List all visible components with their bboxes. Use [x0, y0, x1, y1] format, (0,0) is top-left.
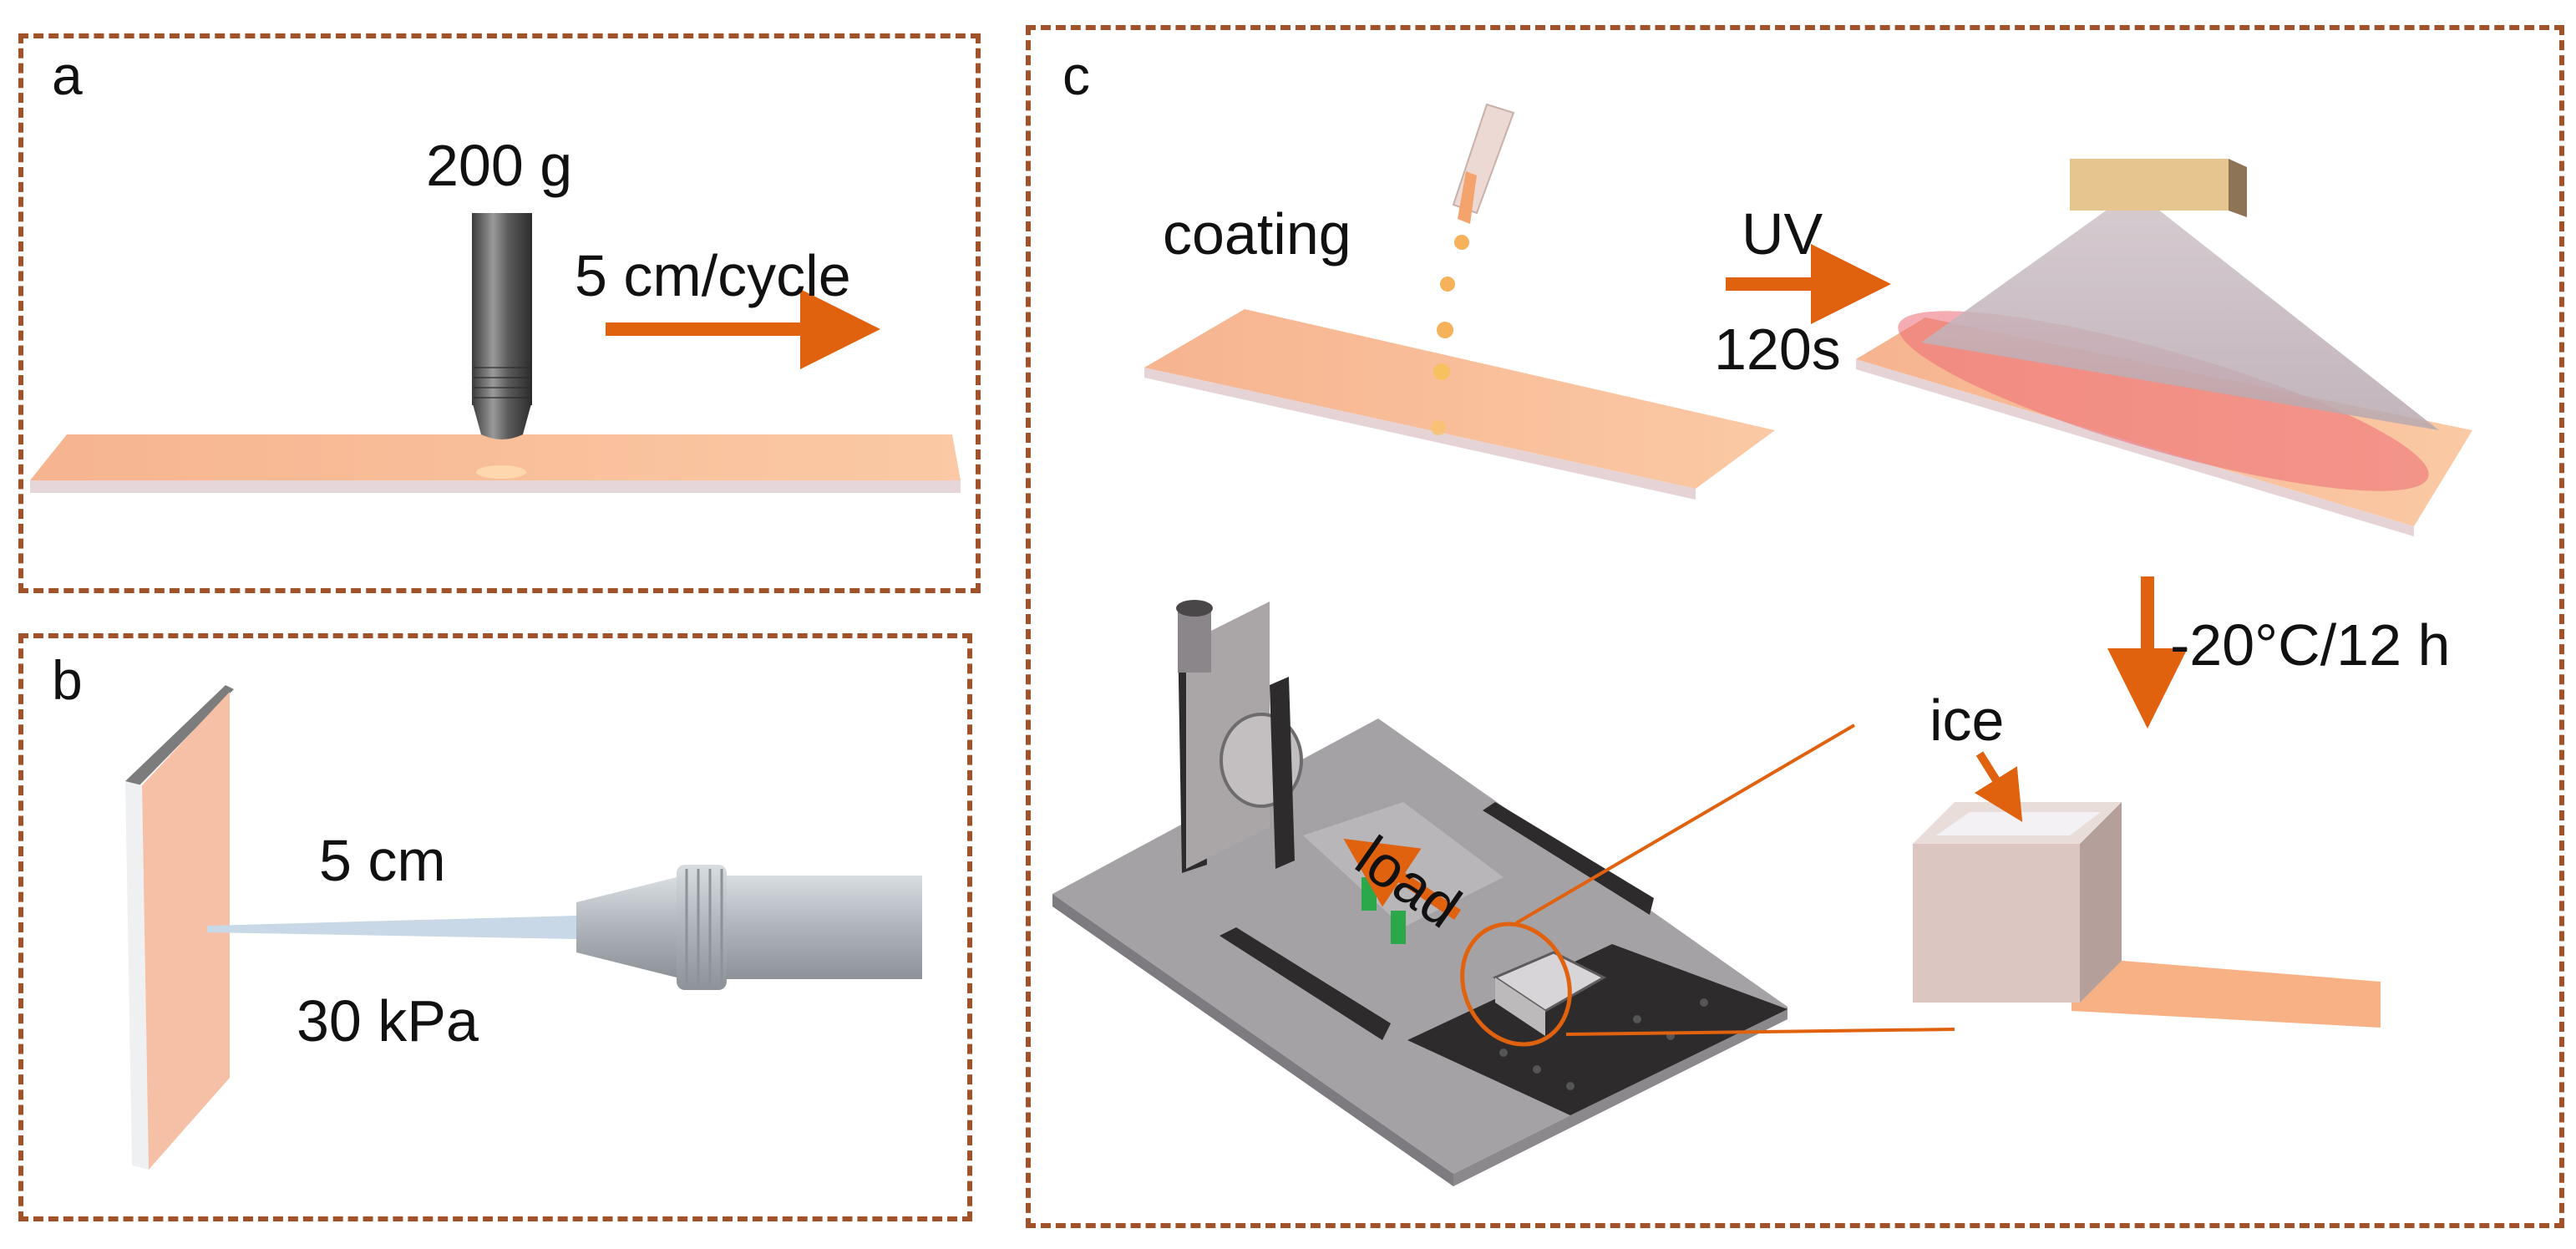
abrasion-substrate: [30, 434, 961, 493]
speed-label: 5 cm/cycle: [575, 243, 851, 308]
air-nozzle: [207, 865, 922, 990]
panel-a-frame: [18, 33, 981, 593]
panel-b-label: b: [52, 649, 83, 711]
uv-lamp: [1921, 159, 2439, 430]
dropper: [1431, 103, 1515, 435]
panel-a-label: a: [52, 44, 83, 106]
panel-c-frame: [1026, 25, 2564, 1228]
distance-label: 5 cm: [319, 828, 446, 893]
test-rig: [1052, 600, 1955, 1186]
ice-mold: [1913, 802, 2381, 1028]
pressure-label: 30 kPa: [297, 988, 479, 1054]
coating-substrate: [1144, 309, 1775, 500]
uv-time-label: 120s: [1714, 317, 1841, 382]
weight-label: 200 g: [426, 133, 573, 198]
weight-rod: [472, 213, 532, 439]
ice-label: ice: [1929, 688, 2005, 753]
uv-label: UV: [1742, 201, 1823, 267]
coating-label: coating: [1163, 201, 1351, 267]
load-arrow: [1343, 838, 1461, 920]
vertical-sample: [125, 685, 234, 1170]
ice-pointer-arrow: [1974, 751, 2023, 822]
freeze-label: -20°C/12 h: [2170, 612, 2451, 678]
panel-c-label: c: [1062, 44, 1090, 106]
panel-b-frame: [18, 633, 972, 1221]
